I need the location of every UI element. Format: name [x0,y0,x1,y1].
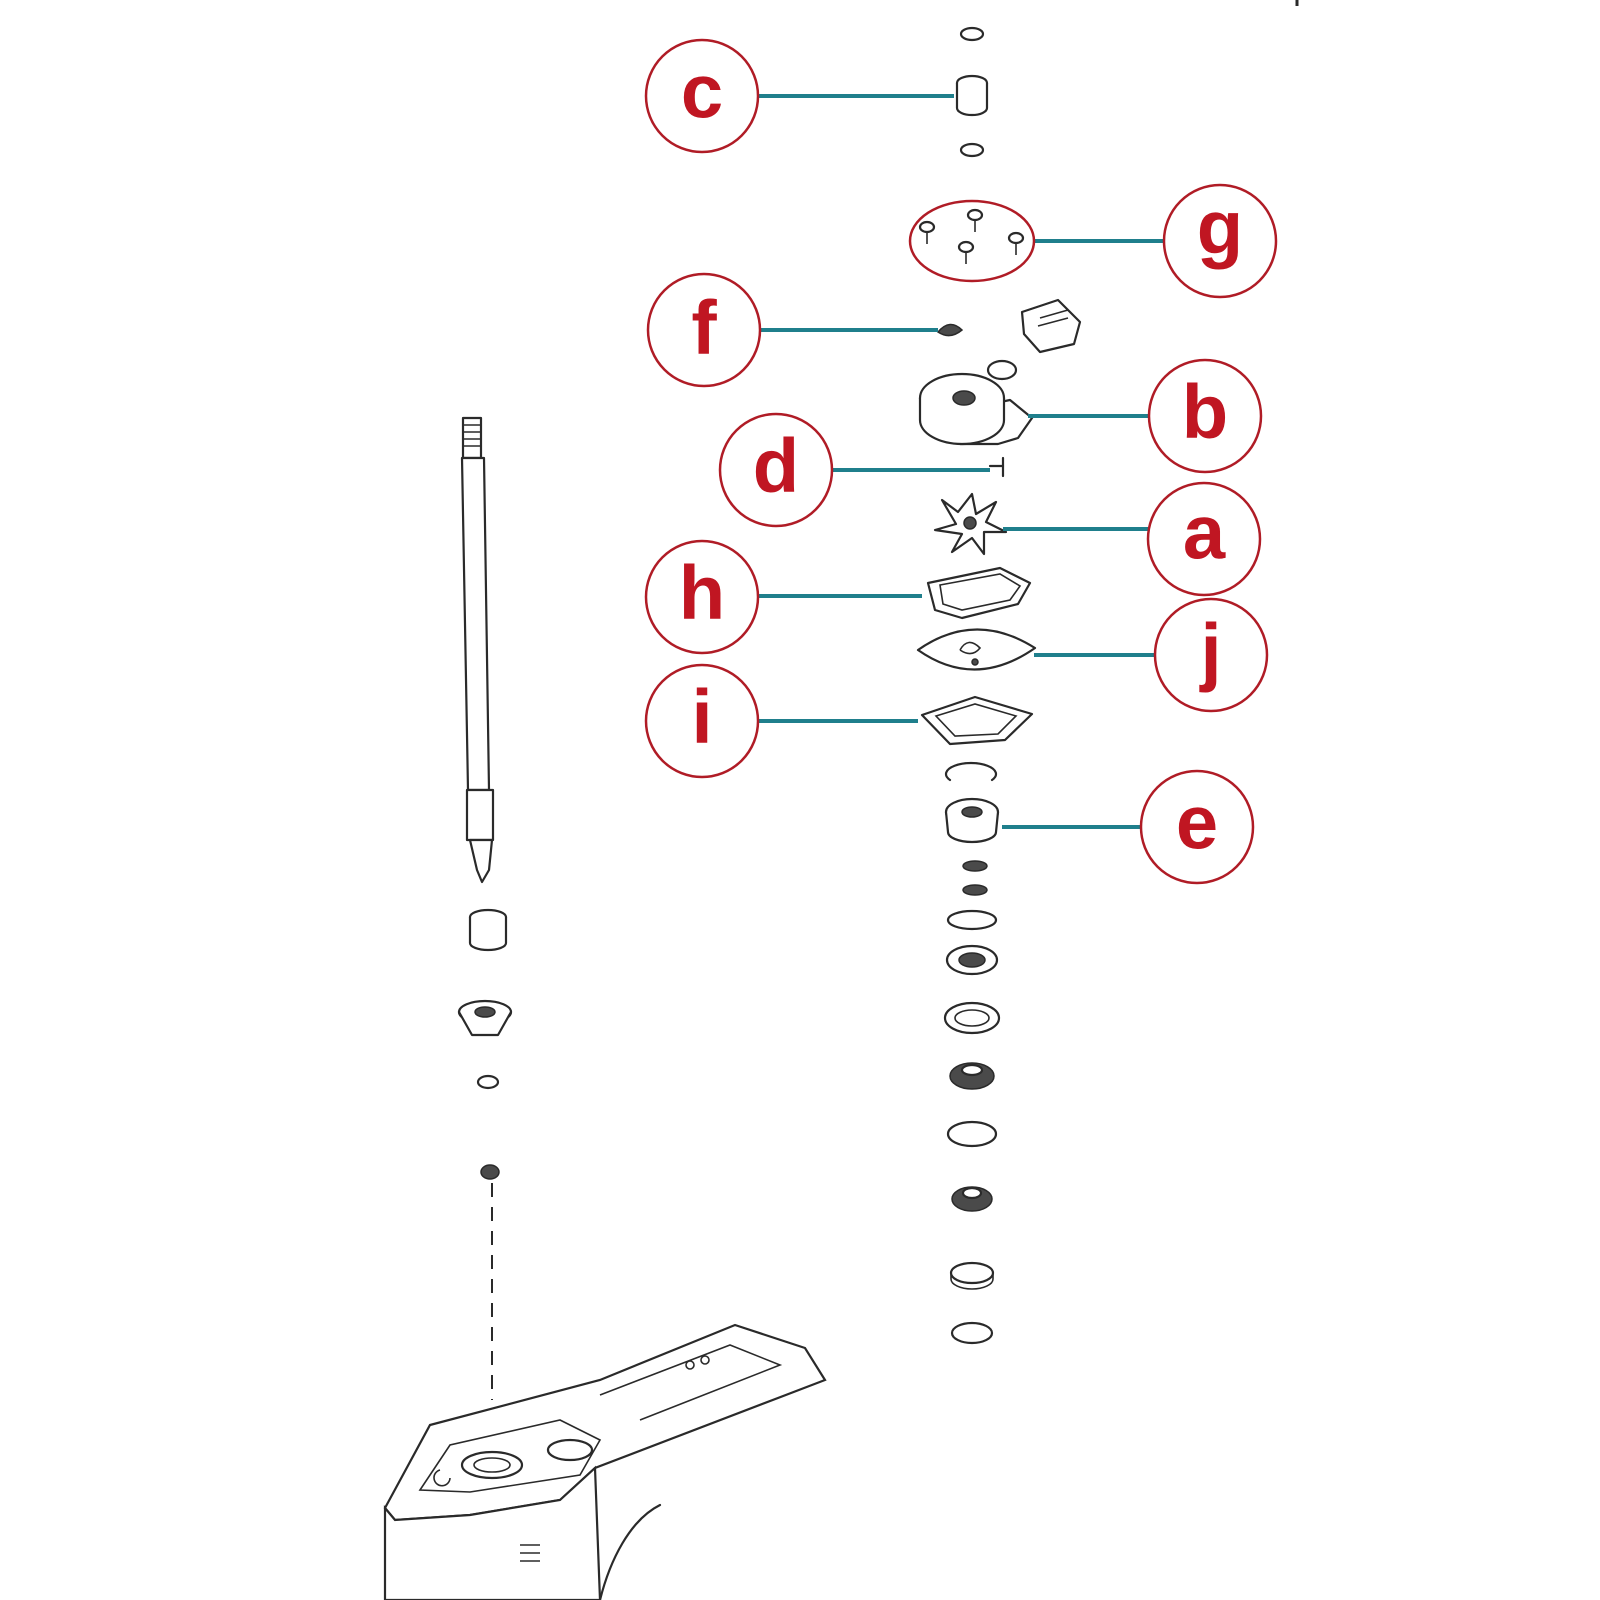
bearing-1 [945,944,999,976]
callout-c: c [644,38,760,154]
drive-shaft [460,416,495,884]
guide-sleeve [955,74,989,117]
shaft-bushing [468,908,508,952]
callout-i: i [644,663,760,779]
seal-carrier [944,797,1000,844]
callout-label: h [679,551,725,636]
shaft-nut [480,1164,500,1180]
callout-label: a [1183,491,1226,576]
snap-ring [944,761,998,782]
top-o-ring [959,26,985,42]
water-pump-housing [918,359,1034,446]
shaft-washer [476,1074,500,1090]
sleeve-o-ring [959,142,985,158]
wear-plate-j [916,628,1037,671]
bolt-set [918,208,1025,264]
impeller [933,492,1008,556]
o-ring-large-1 [946,909,998,931]
gearcase-housing [383,1323,827,1600]
callout-label: c [681,50,723,135]
seal-1 [962,860,988,872]
callout-h: h [644,539,760,655]
impeller-key [936,323,964,337]
gasket-i [920,695,1034,746]
callout-label: b [1182,370,1228,455]
grommet-insert [1020,298,1082,354]
callout-label: d [753,424,799,509]
callout-g: g [1162,183,1278,299]
shaft-bearing-cone [457,999,513,1037]
gasket-h [926,566,1032,620]
seal-2 [962,884,988,896]
callout-f: f [646,272,762,388]
leader-lines [758,94,1163,829]
bearing-2 [951,1186,993,1212]
bottom-o-ring [950,1321,994,1345]
callout-label: e [1176,781,1218,866]
callout-label: f [691,286,717,371]
bolt-set-grouping-outline [908,199,1036,283]
callout-b: b [1147,358,1263,474]
tapered-bearing [949,1062,995,1090]
callout-label: i [691,675,712,760]
callout-a: a [1146,481,1262,597]
callout-j: j [1153,597,1269,713]
callout-d: d [718,412,834,528]
callout-label: g [1197,186,1243,271]
o-ring-large-2 [946,1120,998,1148]
spacer-ring [949,1261,995,1290]
impeller-pin [988,456,1005,478]
bearing-race [943,1001,1001,1035]
callout-label: j [1198,609,1221,694]
callout-e: e [1139,769,1255,885]
